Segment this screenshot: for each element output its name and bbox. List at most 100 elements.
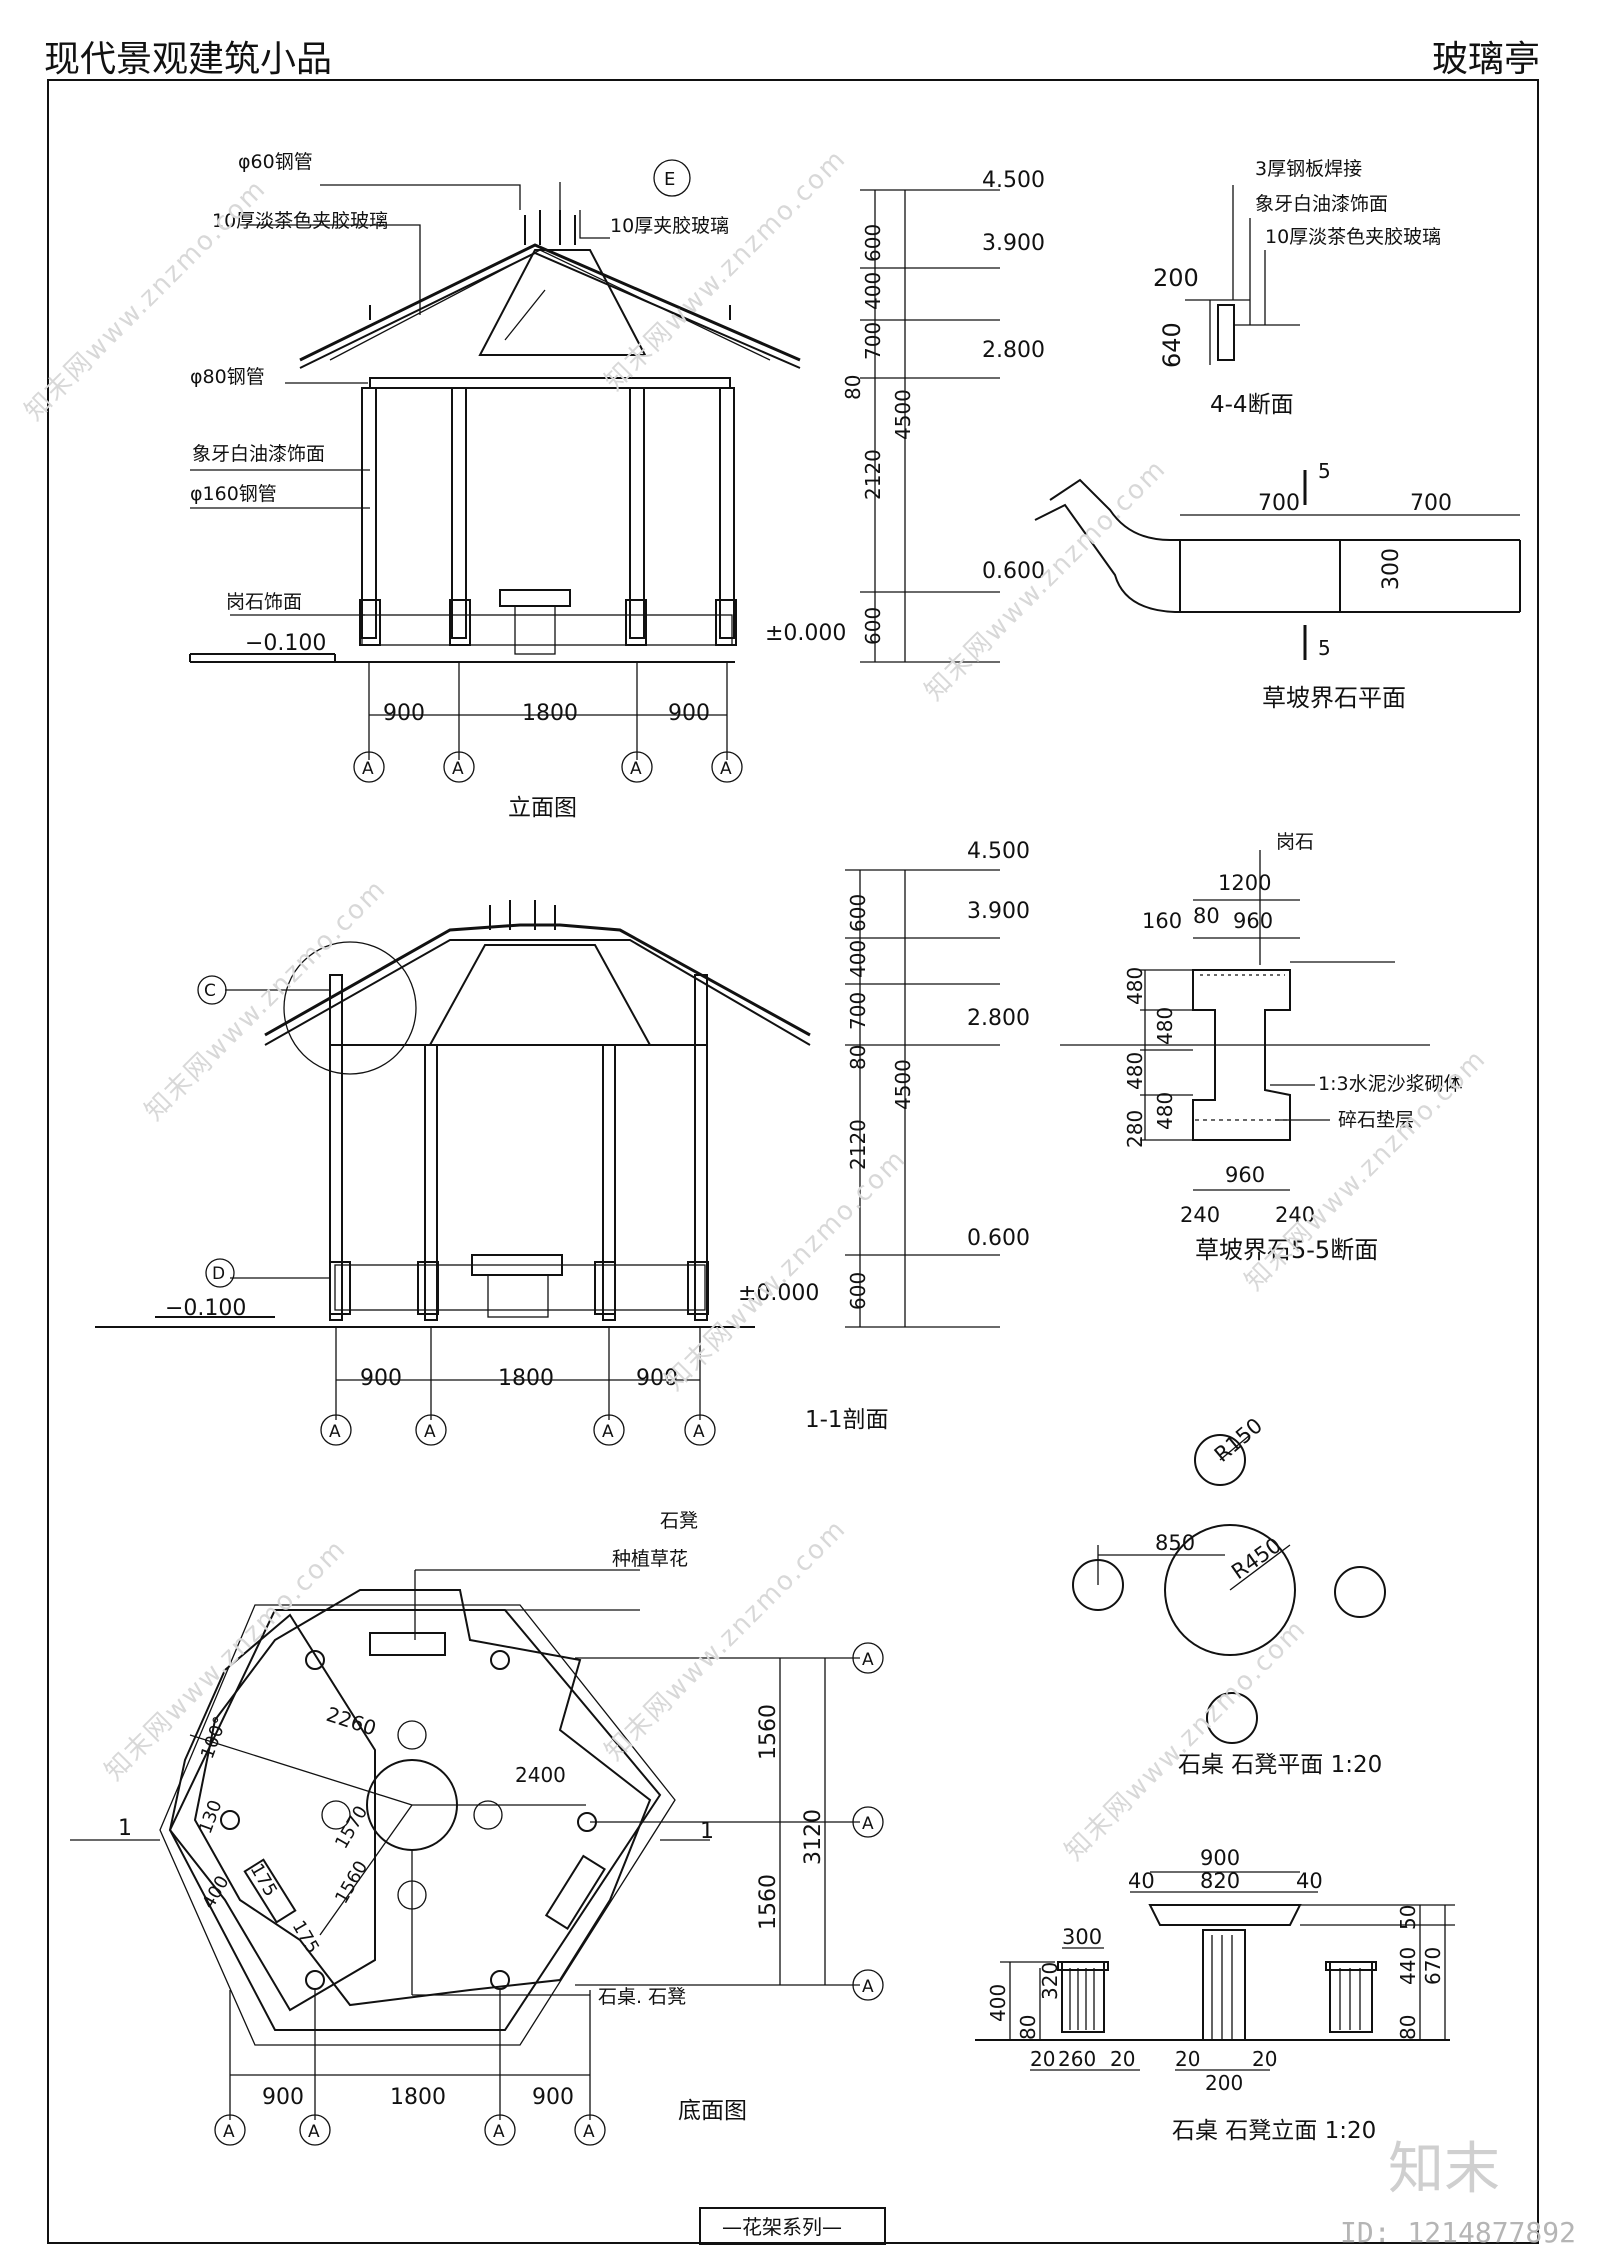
section-1-1-height-80: 80 [846, 1045, 870, 1070]
plan-dim-175-bottom: 175 [288, 1917, 323, 1957]
section-1-1-span-1800: 1800 [498, 1366, 554, 1391]
curb-section-label-mortar: 1:3水泥沙浆砌体 [1318, 1073, 1463, 1095]
plan-right-dim-1560-bottom: 1560 [756, 1874, 781, 1930]
section-1-1-level-left: −0.100 [165, 1296, 246, 1321]
curb-section-label-gravel: 碎石垫层 [1338, 1109, 1414, 1131]
plan-bottom-dim-1800: 1800 [390, 2085, 446, 2110]
drawing-series-title: 现代景观建筑小品 [44, 39, 333, 80]
plan-bottom-axis-1: A [223, 2122, 235, 2142]
elevation-height-600b: 600 [861, 607, 885, 645]
table-elev-dim-400: 400 [986, 1984, 1010, 2022]
plan-dim-130: 130 [195, 1797, 226, 1836]
section-1-1-height-700: 700 [846, 992, 870, 1030]
curb-plan-cut-top: 5 [1318, 459, 1331, 483]
elevation-height-80: 80 [841, 375, 865, 400]
section-1-1-height-4500: 4500 [891, 1059, 915, 1110]
plan-dim-1560: 1560 [331, 1857, 372, 1907]
elevation-label-granite-finish: 岗石饰面 [226, 591, 302, 613]
table-elev-dim-670: 670 [1421, 1947, 1445, 1985]
table-elevation-title: 石桌 石凳立面 1:20 [1172, 2118, 1376, 2144]
table-plan-dim-r150: R150 [1210, 1413, 1267, 1467]
table-elev-dim-300: 300 [1062, 1925, 1102, 1949]
section-1-1-span-900-left: 900 [360, 1366, 402, 1391]
elevation-height-4500: 4500 [891, 389, 915, 440]
table-plan-dim-r450: R450 [1227, 1533, 1286, 1584]
elevation-axis-4: A [720, 759, 732, 779]
brand-watermark-logo: 知末 [1388, 2137, 1500, 2202]
section-1-1-level-4500: 4.500 [967, 839, 1030, 864]
curb-section-dim-160: 160 [1142, 909, 1182, 933]
section-1-1-axis-2: A [424, 1422, 436, 1442]
elevation-height-700: 700 [861, 322, 885, 360]
curb-section-side-480-3: 480 [1123, 1052, 1147, 1090]
plan-bottom-axis-3: A [493, 2122, 505, 2142]
table-elev-dim-260: 260 [1058, 2047, 1096, 2071]
elevation-level-4500: 4.500 [982, 168, 1045, 193]
curb-section-view [1060, 850, 1430, 1191]
curb-plan-dim-700-left: 700 [1258, 491, 1300, 516]
image-id-label: ID: 1214877892 [1339, 2216, 1576, 2249]
elevation-axis-2: A [452, 759, 464, 779]
section-4-4-view [1185, 185, 1300, 365]
plan-bottom-axis-2: A [308, 2122, 320, 2142]
table-elev-dim-50: 50 [1396, 1905, 1420, 1930]
elevation-level-left: −0.100 [245, 631, 326, 656]
section-4-4-dim-200: 200 [1153, 264, 1199, 292]
section-1-1-level-2800: 2.800 [967, 1006, 1030, 1031]
elevation-span-1800: 1800 [522, 701, 578, 726]
elevation-view [189, 159, 1000, 783]
section-1-1-axis-4: A [693, 1422, 705, 1442]
table-elev-dim-440: 440 [1396, 1947, 1420, 1985]
section-1-1-height-600b: 600 [846, 1272, 870, 1310]
curb-section-dim-240-left: 240 [1180, 1203, 1220, 1227]
elevation-span-900-right: 900 [668, 701, 710, 726]
table-elev-dim-900: 900 [1200, 1846, 1240, 1870]
curb-section-label-granite: 岗石 [1276, 831, 1314, 853]
table-elev-dim-320: 320 [1038, 1962, 1062, 2000]
table-elev-dim-20-c: 20 [1175, 2047, 1200, 2071]
curb-plan-dim-300: 300 [1379, 548, 1404, 590]
section-1-1-height-600: 600 [846, 894, 870, 932]
drawing-sheet-title: 玻璃亭 [1431, 39, 1540, 80]
plan-dim-1570: 1570 [331, 1802, 372, 1852]
elevation-label-tinted-glass: 10厚淡茶色夹胶玻璃 [212, 210, 388, 232]
section-4-4-label-ivory-paint: 象牙白油漆饰面 [1255, 193, 1388, 215]
curb-plan-title: 草坡界石平面 [1262, 684, 1406, 712]
elevation-label-laminated-glass: 10厚夹胶玻璃 [610, 215, 729, 237]
table-elev-dim-40-left: 40 [1128, 1869, 1155, 1893]
elevation-height-600: 600 [861, 224, 885, 262]
plan-label-planting: 种植草花 [612, 1548, 688, 1570]
plan-dim-2400: 2400 [515, 1763, 566, 1787]
elevation-level-right: ±0.000 [765, 621, 846, 646]
elevation-axis-3: A [630, 759, 642, 779]
elevation-span-900-left: 900 [383, 701, 425, 726]
table-elev-dim-40-right: 40 [1296, 1869, 1323, 1893]
plan-bottom-dim-900-left: 900 [262, 2085, 304, 2110]
elevation-level-0600: 0.600 [982, 559, 1045, 584]
plan-right-axis-1: A [862, 1650, 874, 1670]
curb-section-side-480-4: 480 [1153, 1092, 1177, 1130]
plan-right-dim-3120: 3120 [801, 1809, 826, 1865]
plan-label-table-stools: 石桌. 石凳 [598, 1986, 686, 2008]
elevation-callout-e: E [664, 169, 675, 190]
plan-dim-2260: 2260 [323, 1702, 379, 1741]
elevation-title: 立面图 [508, 795, 577, 821]
series-stamp-box [699, 2207, 886, 2245]
series-stamp-text: —花架系列— [722, 2215, 842, 2239]
table-elev-dim-80-right: 80 [1396, 2015, 1420, 2040]
table-elev-dim-820: 820 [1200, 1869, 1240, 1893]
curb-section-side-280: 280 [1123, 1110, 1147, 1148]
section-4-4-title: 4-4断面 [1210, 392, 1294, 418]
curb-section-dim-960-bottom: 960 [1225, 1163, 1265, 1187]
elevation-label-steel-pipe-160: φ160钢管 [190, 483, 277, 505]
section-1-1-span-900-right: 900 [636, 1366, 678, 1391]
table-plan-dim-850: 850 [1155, 1531, 1195, 1555]
table-elevation-view [975, 1871, 1455, 2071]
curb-section-dim-80: 80 [1193, 904, 1220, 928]
table-elev-dim-80: 80 [1016, 2015, 1040, 2040]
section-1-1-title: 1-1剖面 [805, 1407, 889, 1433]
curb-plan-view [1034, 470, 1521, 660]
section-1-1-view [95, 869, 1000, 1446]
section-1-1-height-400: 400 [846, 940, 870, 978]
